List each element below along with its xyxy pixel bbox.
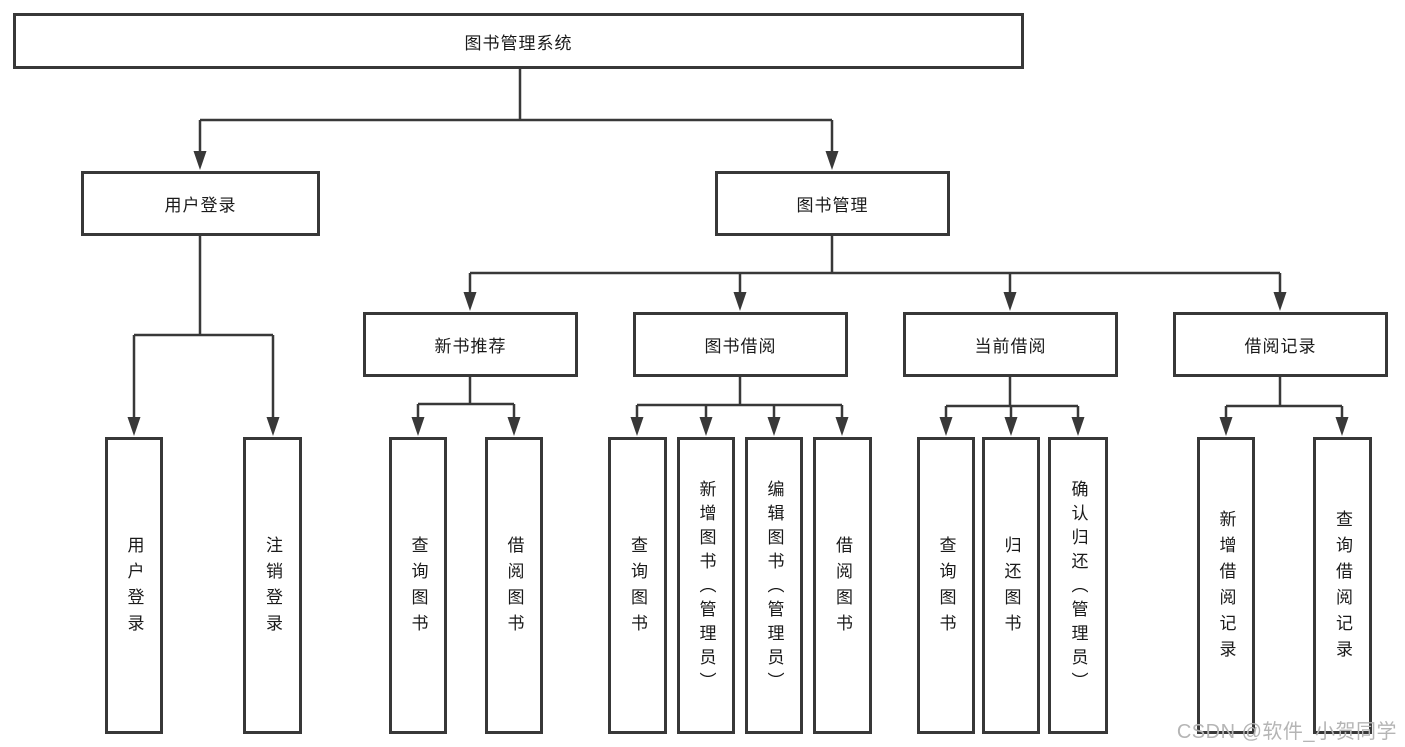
node-current-borrow: 当前借阅: [903, 312, 1118, 377]
connector-userlogin-to-leaves: [132, 236, 275, 420]
node-book-management: 图书管理: [715, 171, 950, 236]
connector-root-to-level2: [198, 68, 834, 154]
connector-bookborrow-to-leaves: [635, 377, 844, 420]
connector-bookmgmt-to-level3: [468, 236, 1282, 295]
connector-borrowrecords-to-leaves: [1224, 377, 1344, 420]
node-borrow-records: 借阅记录: [1173, 312, 1388, 377]
leaf-query-books-2: 查询图书: [608, 437, 667, 734]
leaf-query-books-3: 查询图书: [917, 437, 975, 734]
leaf-borrow-books-1: 借阅图书: [485, 437, 543, 734]
leaf-confirm-return-admin: 确认归还（管理员）: [1048, 437, 1108, 734]
node-root: 图书管理系统: [13, 13, 1024, 69]
leaf-logout: 注销登录: [243, 437, 302, 734]
csdn-watermark: CSDN @软件_小贺同学: [1176, 721, 1397, 743]
leaf-edit-books-admin: 编辑图书（管理员）: [745, 437, 803, 734]
leaf-query-borrow-record: 查询借阅记录: [1313, 437, 1372, 734]
leaf-add-books-admin: 新增图书（管理员）: [677, 437, 735, 734]
leaf-borrow-books-2: 借阅图书: [813, 437, 872, 734]
connector-currentborrow-to-leaves: [944, 377, 1080, 420]
node-new-book-recommend: 新书推荐: [363, 312, 578, 377]
leaf-query-books-1: 查询图书: [389, 437, 447, 734]
leaf-add-borrow-record: 新增借阅记录: [1197, 437, 1255, 734]
leaf-return-books: 归还图书: [982, 437, 1040, 734]
node-user-login: 用户登录: [81, 171, 320, 236]
node-book-borrow: 图书借阅: [633, 312, 848, 377]
leaf-user-login: 用户登录: [105, 437, 163, 734]
connector-newbooks-to-leaves: [416, 377, 516, 420]
